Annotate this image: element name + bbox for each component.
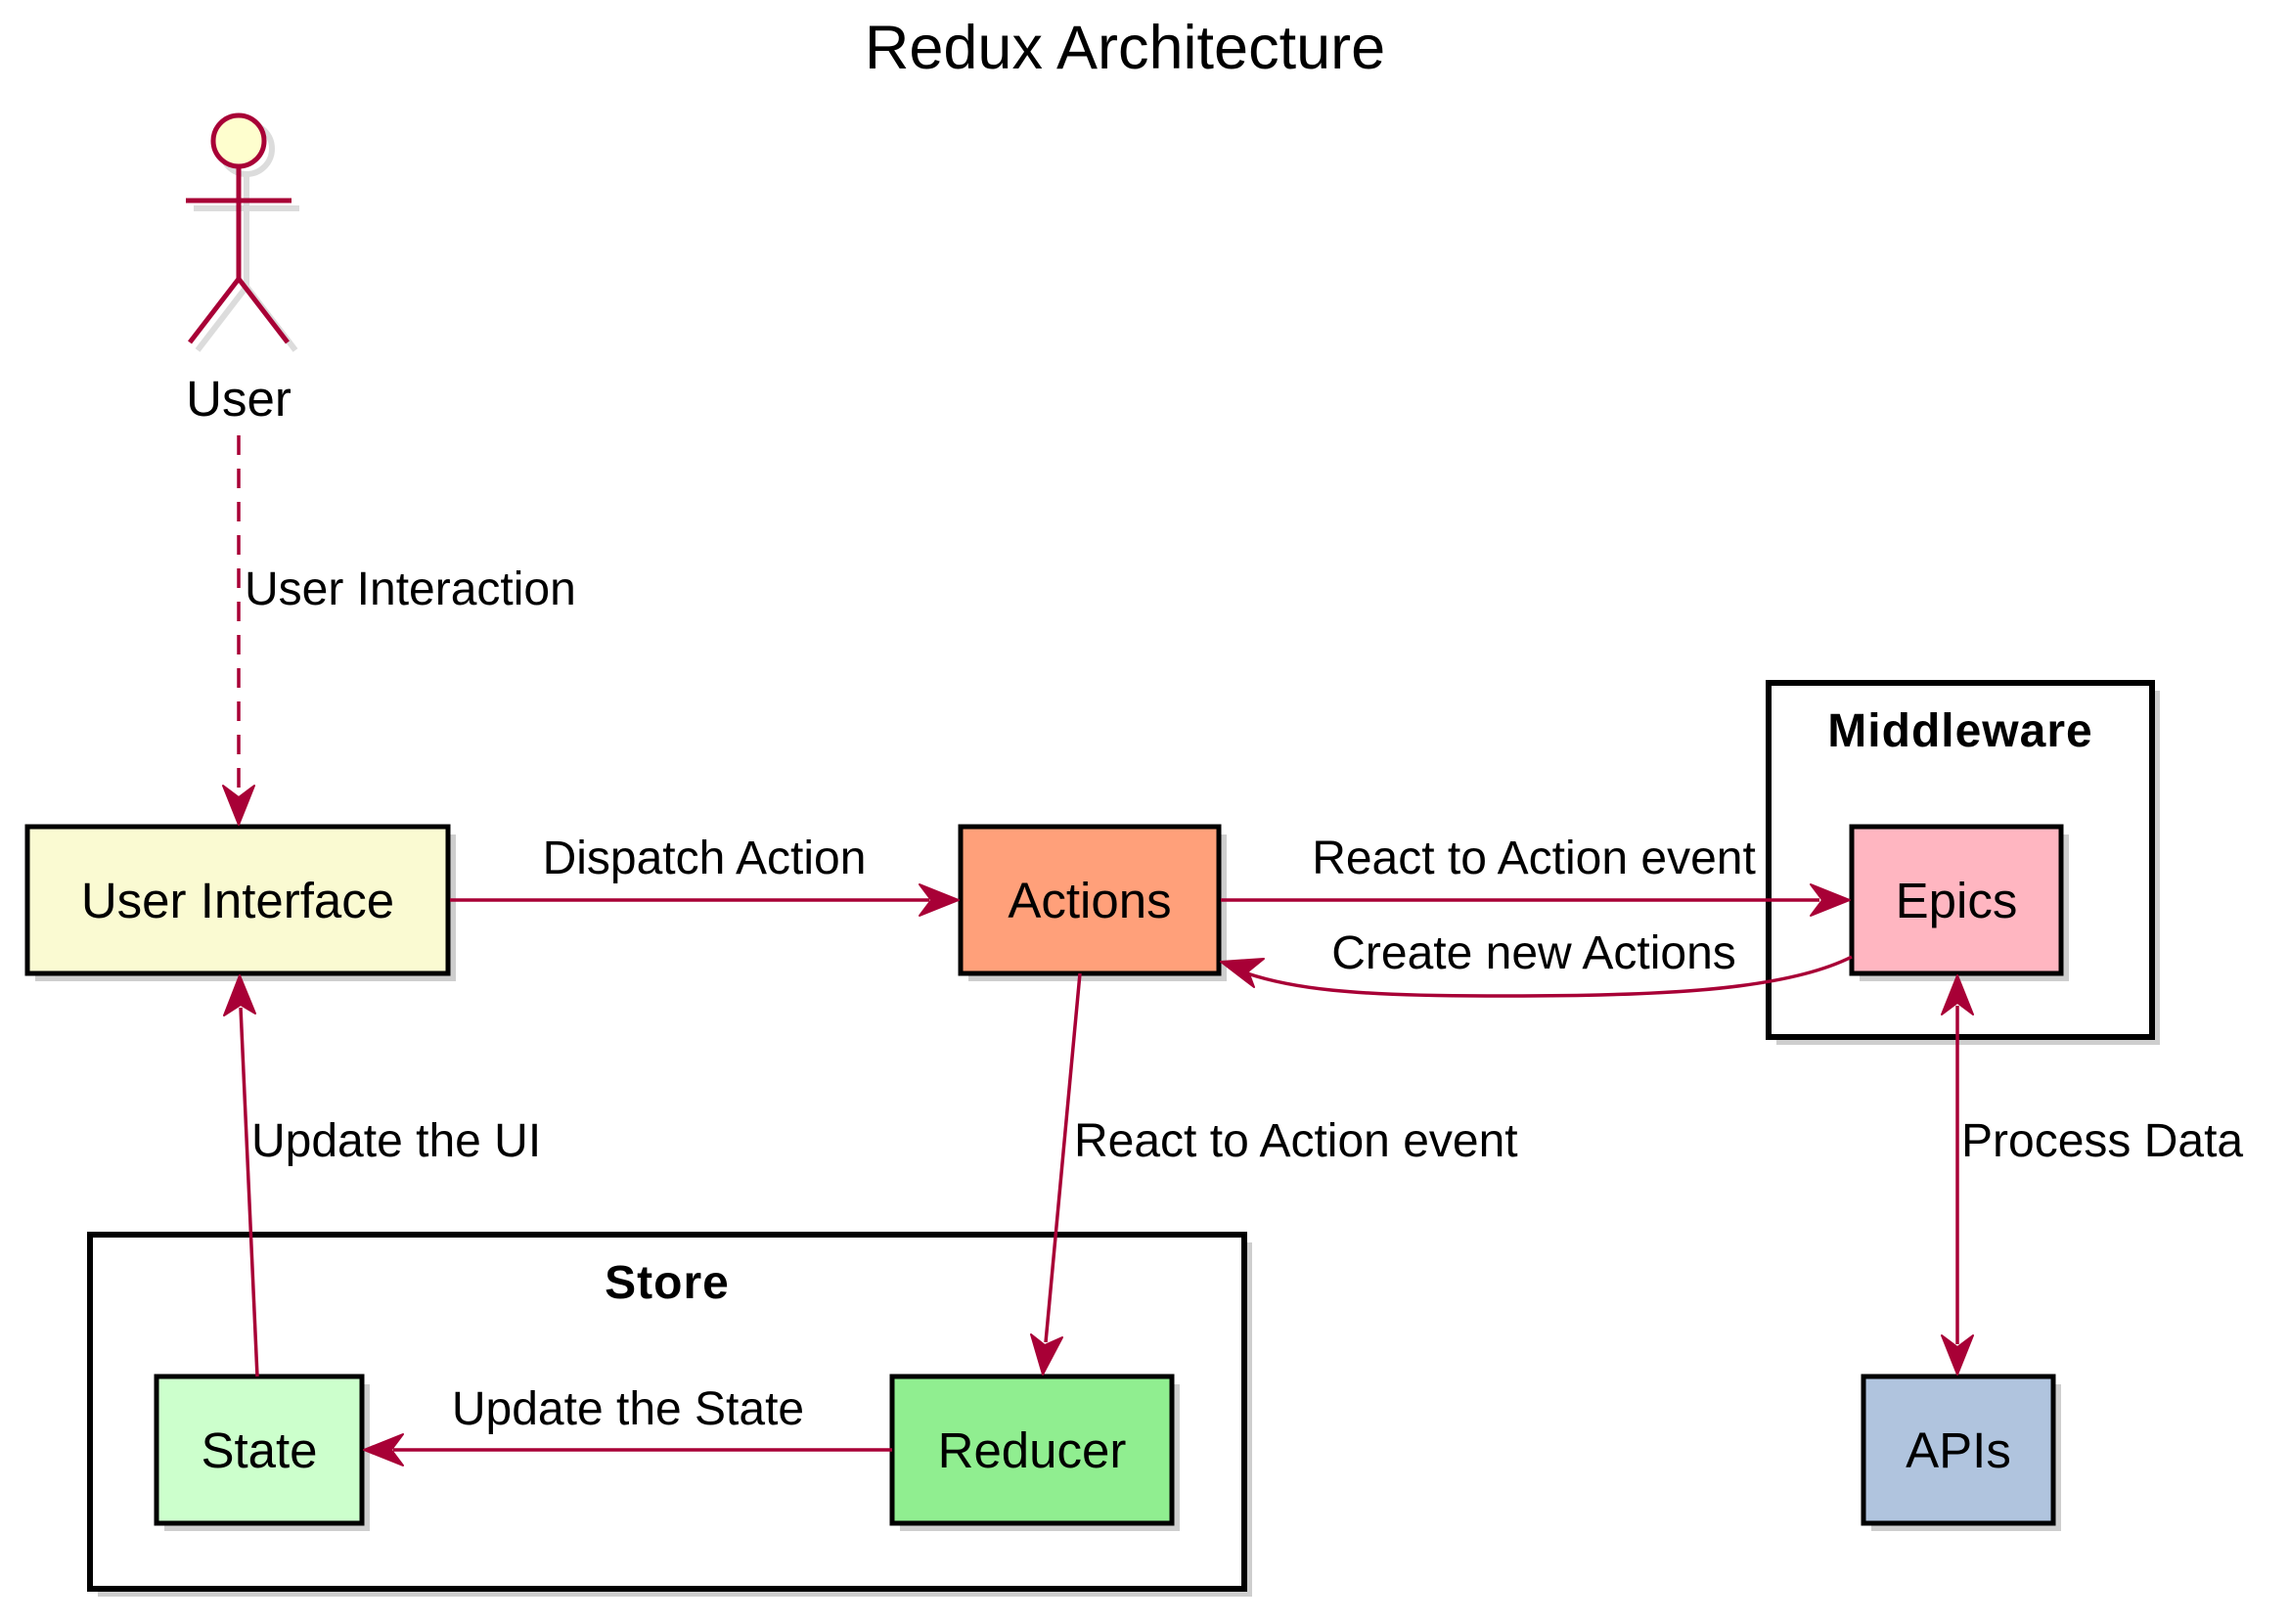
store-package-label: Store	[605, 1257, 730, 1309]
actions-label: Actions	[1008, 873, 1171, 928]
edge-reducer-to-state-arrowhead	[363, 1433, 404, 1466]
edge-actions-to-reducer-arrowhead	[1030, 1333, 1063, 1376]
state-label: State	[201, 1422, 317, 1478]
edge-user-interaction-label: User Interaction	[245, 564, 576, 615]
edge-dispatch-action-arrowhead	[919, 883, 960, 917]
edge-user-interaction: User Interaction	[222, 435, 576, 826]
edge-epics-to-actions-label: Create new Actions	[1331, 927, 1736, 979]
reducer-box	[889, 1374, 1175, 1526]
user-actor: User	[186, 113, 299, 427]
epics-node: Epics	[1849, 824, 2069, 981]
edge-actions-to-epics: React to Action event	[1221, 833, 1851, 917]
edge-state-to-ui-label: Update the UI	[251, 1115, 541, 1167]
actions-node: Actions	[958, 824, 1227, 981]
edge-epics-apis: Process Data	[1941, 974, 2243, 1376]
user-actor-label: User	[186, 371, 292, 427]
apis-box	[1861, 1374, 2056, 1526]
edge-epics-apis-label: Process Data	[1961, 1115, 2243, 1167]
user-interface-label: User Interface	[81, 873, 394, 928]
edge-actions-to-reducer: React to Action event	[1030, 972, 1518, 1376]
edge-epics-apis-arrowhead-down	[1941, 1334, 1974, 1376]
edge-actions-to-epics-label: React to Action event	[1312, 833, 1756, 884]
epics-box	[1849, 824, 2064, 976]
middleware-package-label: Middleware	[1827, 705, 2092, 757]
edge-epics-to-actions: Create new Actions	[1220, 927, 1853, 998]
user-interface-box	[24, 824, 451, 976]
edge-state-to-ui: Update the UI	[223, 974, 541, 1377]
diagram-title: Redux Architecture	[865, 14, 1385, 82]
edge-reducer-to-state-label: Update the State	[452, 1383, 804, 1435]
edge-epics-apis-arrowhead-up	[1941, 974, 1974, 1015]
edge-epics-to-actions-arrowhead	[1220, 958, 1265, 988]
edge-reducer-to-state: Update the State	[363, 1383, 892, 1466]
user-interface-node: User Interface	[24, 824, 456, 981]
edge-state-to-ui-arrowhead	[223, 974, 256, 1016]
edge-dispatch-action: Dispatch Action	[450, 833, 960, 917]
apis-label: APIs	[1906, 1422, 2011, 1478]
state-box	[154, 1374, 365, 1526]
edge-dispatch-action-label: Dispatch Action	[543, 833, 867, 884]
epics-label: Epics	[1896, 873, 2018, 928]
reducer-label: Reducer	[938, 1422, 1127, 1478]
state-node: State	[154, 1374, 370, 1531]
actions-box	[958, 824, 1222, 976]
edge-actions-to-epics-arrowhead	[1810, 883, 1851, 917]
apis-node: APIs	[1861, 1374, 2061, 1531]
user-stick-figure-icon	[186, 113, 292, 344]
reducer-node: Reducer	[889, 1374, 1180, 1531]
edge-user-interaction-arrowhead	[222, 785, 255, 826]
edge-actions-to-reducer-label: React to Action event	[1074, 1115, 1518, 1167]
